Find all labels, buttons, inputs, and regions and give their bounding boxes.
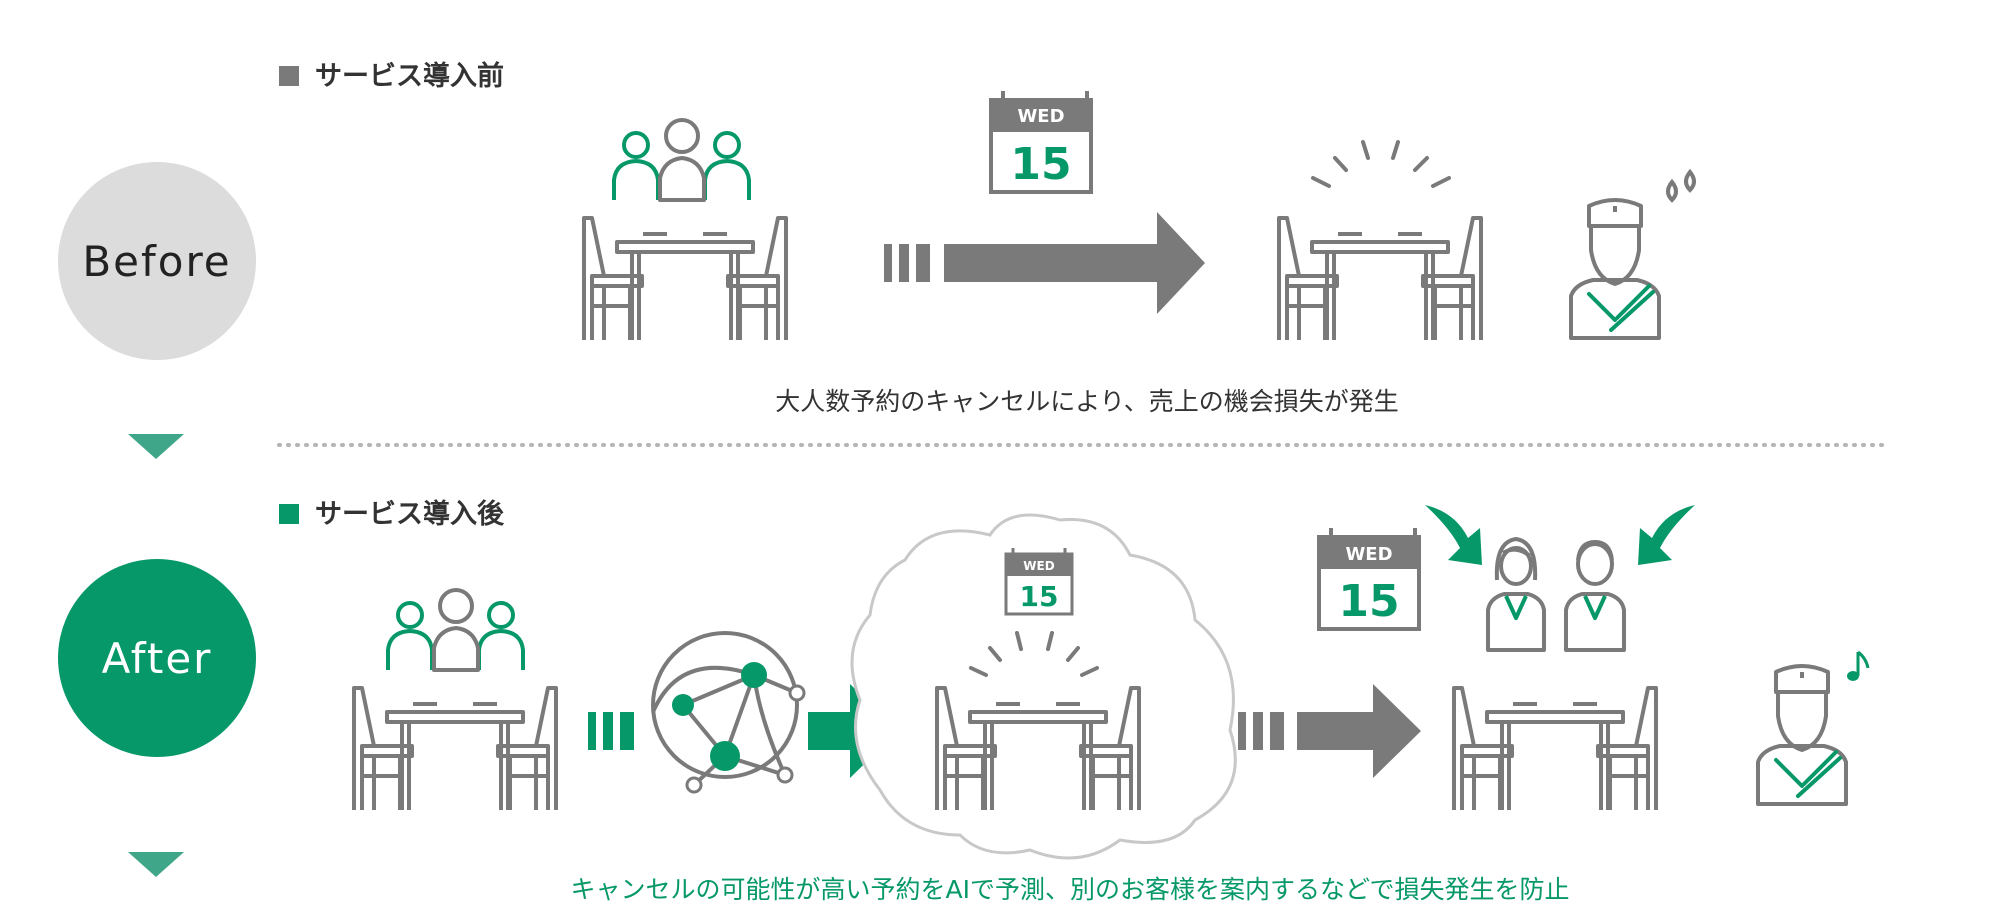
- green-square-icon: [279, 504, 299, 524]
- calendar-icon: WED 15: [989, 91, 1093, 194]
- network-ai-icon: [651, 631, 806, 794]
- chef-icon: [1569, 198, 1661, 340]
- sweat-drops-icon: [1666, 168, 1696, 203]
- before-badge: Before: [58, 162, 256, 360]
- pointer-arrow-icon: [1425, 505, 1482, 565]
- table-chairs-icon: [352, 686, 558, 812]
- music-note-icon: [1847, 650, 1870, 681]
- arrow-icon: [808, 684, 898, 778]
- calendar-date: 15: [1338, 576, 1399, 627]
- down-triangle-icon: [128, 852, 184, 877]
- group-icon: [612, 118, 751, 202]
- calendar-icon: WED 15: [1317, 528, 1421, 631]
- calendar-date: 15: [1010, 139, 1071, 190]
- after-badge: After: [58, 559, 256, 757]
- woman-icon: [1486, 537, 1546, 652]
- arrow-icon: [588, 712, 634, 750]
- chef-icon: [1756, 664, 1848, 806]
- after-caption: キャンセルの可能性が高い予約をAIで予測、別のお客様を案内するなどで損失発生を防…: [570, 875, 1570, 904]
- table-chairs-icon: [582, 216, 788, 342]
- arrow-icon: [1238, 684, 1421, 778]
- table-chairs-icon: [1452, 686, 1658, 812]
- before-caption: 大人数予約のキャンセルにより、売上の機会損失が発生: [775, 387, 1399, 416]
- group-icon: [386, 588, 525, 672]
- calendar-date: 15: [1020, 580, 1059, 613]
- table-chairs-icon: [1277, 216, 1483, 342]
- calendar-icon: WED 15: [1004, 548, 1074, 616]
- pointer-arrow-icon: [1638, 505, 1695, 565]
- gray-square-icon: [279, 66, 299, 86]
- before-heading: サービス導入前: [279, 54, 504, 93]
- down-triangle-icon: [128, 434, 184, 459]
- calendar-day: WED: [1023, 559, 1054, 573]
- calendar-day: WED: [1345, 544, 1392, 565]
- after-heading: サービス導入後: [279, 492, 504, 531]
- burst-lines-icon: [1311, 140, 1451, 188]
- man-icon: [1564, 540, 1626, 652]
- arrow-icon: [884, 212, 1205, 314]
- calendar-day: WED: [1017, 106, 1064, 127]
- burst-lines-icon: [969, 631, 1099, 677]
